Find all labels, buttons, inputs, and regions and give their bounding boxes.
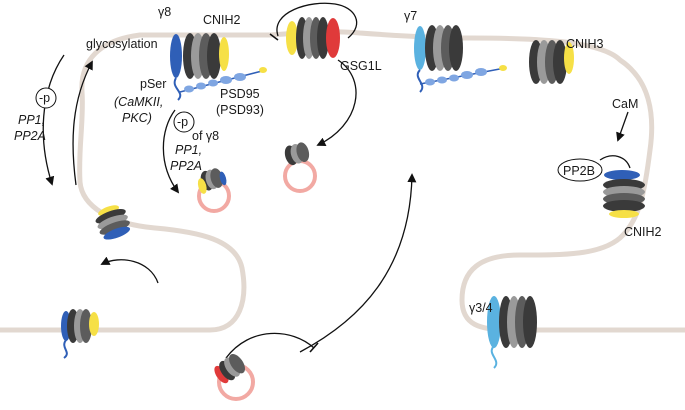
receptor-in-vesicle-gsg1l [284,142,310,166]
arrows [42,2,631,359]
label-gamma8: γ8 [158,5,171,19]
label-pp1-2: PP1, [175,143,202,157]
label-gsg1l: GSG1L [340,59,382,73]
label-psd93: (PSD93) [216,103,264,117]
label-cnih2-right: CNIH2 [624,225,662,239]
label-cnih3: CNIH3 [566,37,604,51]
vesicles [197,159,317,401]
vesicle-gsg1l [283,159,317,193]
label-pkc: PKC) [122,111,152,125]
receptor-in-vesicle-gamma8 [197,168,227,194]
receptor-in-vesicle-bottom [214,354,246,384]
receptor-bottom-left [61,309,99,359]
label-pp2a-2: PP2A [170,159,202,173]
dephosphorylation-badge [35,87,57,109]
receptor-gamma34 [487,296,537,369]
label-camkii: (CaMKII, [114,95,163,109]
label-cam: CaM [612,97,638,111]
label-of-gamma8: of γ8 [192,129,219,143]
label-minus-p-2: -p [177,115,188,129]
receptor-gamma7 [414,25,507,93]
label-pp2a: PP2A [14,129,46,143]
receptor-gamma8-cnih2 [170,33,229,101]
label-pp2b: PP2B [563,164,595,178]
receptor-gsg1l [286,17,340,59]
receptor-left-tilted [95,205,131,240]
label-glycosylation: glycosylation [86,37,158,51]
label-psd95: PSD95 [220,87,260,101]
pp2b-badge [557,158,603,182]
label-gamma34: γ3/4 [469,301,493,315]
label-gamma7: γ7 [404,9,417,23]
label-minus-p: -p [39,91,50,105]
psd95-chain [179,67,267,93]
dephosphorylation-gamma8-badge [173,111,195,133]
receptor-cnih3 [529,40,574,84]
label-cnih2-top: CNIH2 [203,13,241,27]
label-pser: pSer [140,77,166,91]
label-pp1: PP1, [18,113,45,127]
receptor-pp2b-cnih2 [603,170,645,218]
